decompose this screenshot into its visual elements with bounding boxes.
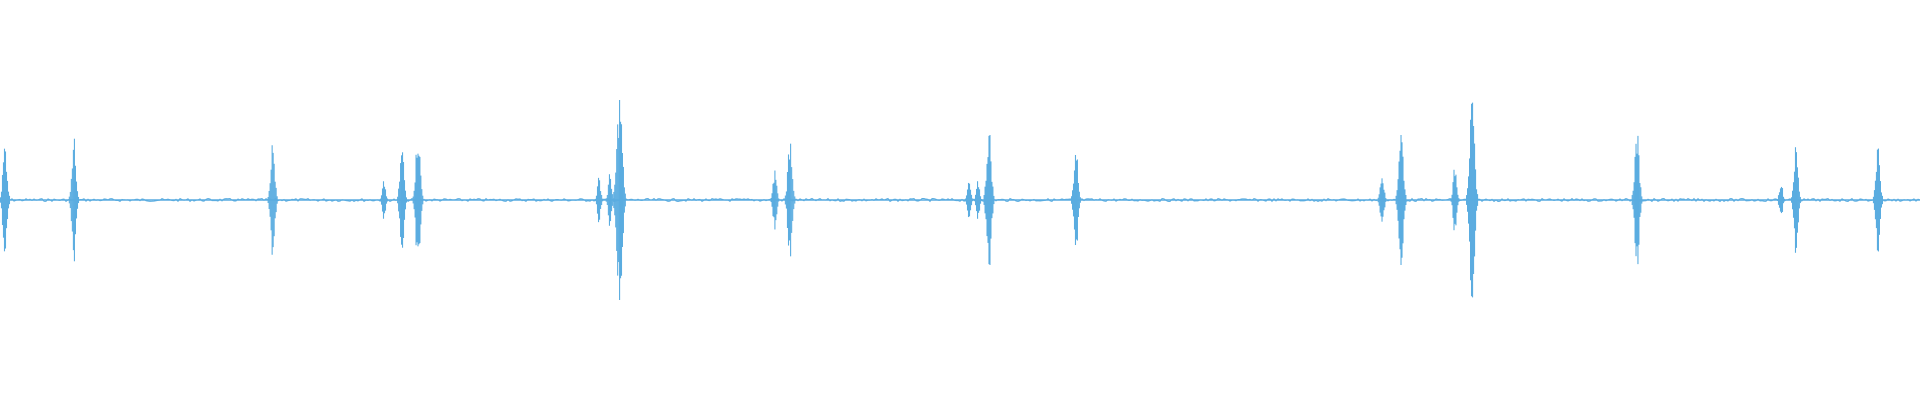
waveform-burst (613, 100, 626, 300)
waveform-burst (397, 152, 408, 248)
waveform-burst (267, 145, 278, 255)
waveform-burst (1466, 102, 1479, 298)
waveform-burst (1776, 186, 1786, 214)
waveform-burst (770, 170, 780, 230)
waveform-burst (973, 181, 983, 219)
waveform-noise (0, 197, 1920, 203)
waveform-burst (1395, 134, 1407, 266)
waveform-burst (1071, 154, 1081, 246)
waveform-burst (594, 177, 604, 223)
waveform-burst (964, 182, 974, 218)
waveform-burst (1377, 178, 1387, 222)
waveform-burst (68, 138, 80, 262)
waveform-burst (0, 148, 11, 252)
waveform-burst (605, 174, 615, 226)
waveform-burst (983, 135, 995, 265)
waveform-burst (412, 153, 424, 247)
waveform-burst (1631, 135, 1643, 265)
waveform-bursts (0, 100, 1883, 300)
waveform-burst (784, 143, 796, 257)
waveform-burst (1872, 148, 1883, 252)
waveform-burst (379, 181, 389, 219)
waveform-burst (1791, 147, 1801, 253)
waveform-burst (1450, 169, 1460, 231)
